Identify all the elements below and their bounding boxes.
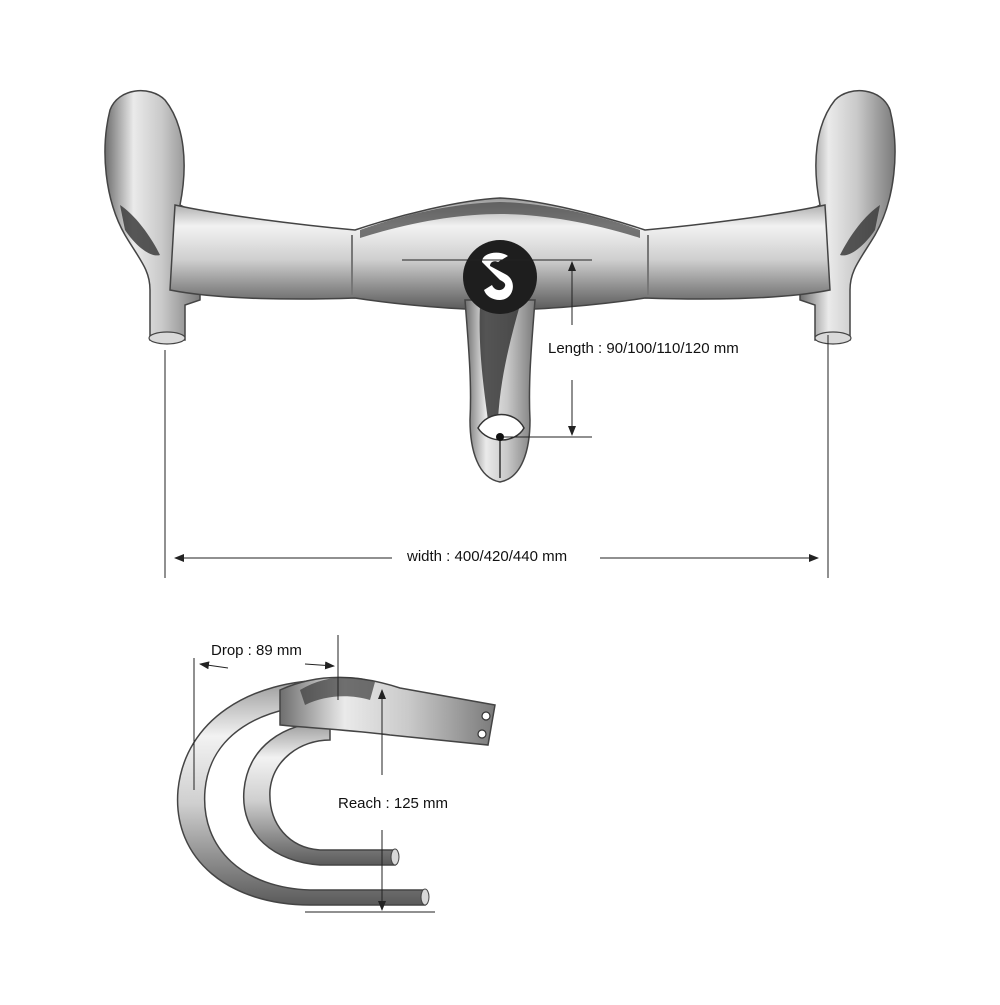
side-outer-end bbox=[420, 888, 430, 906]
right-reflection bbox=[840, 205, 880, 256]
steerer-center-dot bbox=[496, 433, 504, 441]
left-bar-end bbox=[148, 331, 186, 345]
drop-arrow-right bbox=[304, 661, 335, 670]
brand-logo-icon bbox=[463, 240, 537, 314]
handlebar-front-view bbox=[104, 90, 896, 483]
length-label: Length : 90/100/110/120 mm bbox=[545, 340, 742, 358]
stem-shadow bbox=[479, 305, 520, 420]
left-reflection bbox=[120, 205, 160, 256]
width-dimension bbox=[164, 335, 829, 578]
side-drop-outer bbox=[176, 679, 426, 906]
length-dimension bbox=[402, 259, 592, 441]
side-drop-inner bbox=[243, 721, 396, 866]
side-inner-end bbox=[390, 848, 400, 866]
drop-arrow-left bbox=[199, 661, 229, 670]
reach-dimension bbox=[305, 689, 435, 913]
handlebar-side-view bbox=[176, 676, 496, 906]
stem-bolt-1 bbox=[481, 711, 491, 721]
reach-label: Reach : 125 mm bbox=[335, 795, 452, 813]
width-label: width : 400/420/440 mm bbox=[404, 548, 571, 566]
drop-label: Drop : 89 mm bbox=[208, 642, 305, 660]
steerer-clamp-hole bbox=[477, 413, 525, 441]
drop-dimension bbox=[193, 635, 339, 790]
right-bar-end bbox=[814, 331, 852, 345]
stem-bolt-2 bbox=[477, 729, 487, 739]
carbon-texture bbox=[360, 202, 640, 238]
